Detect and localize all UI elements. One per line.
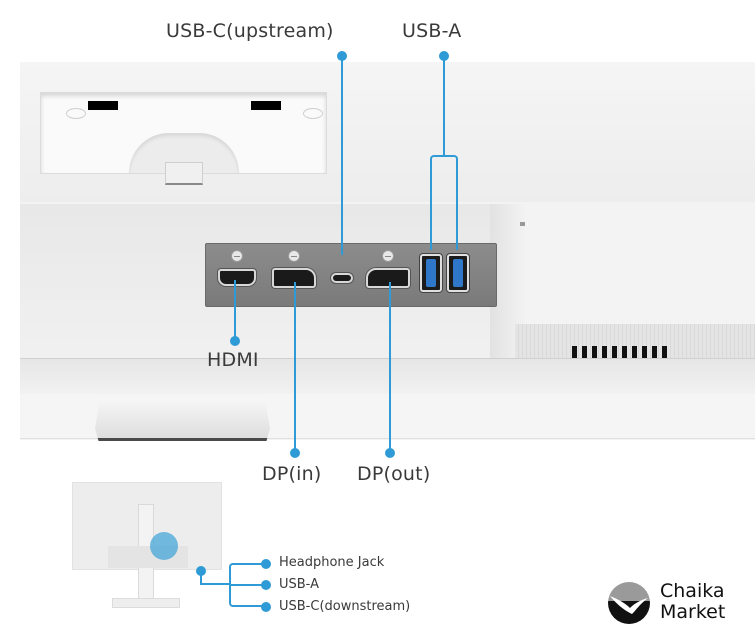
watermark-line1: Chaika [660,580,725,602]
hdmi-port [218,269,256,286]
monitor-thumbnail [70,482,222,610]
callout-hdmi: HDMI [207,349,259,371]
side-callout-line-mid [229,584,263,586]
bottom-bezel [20,358,755,395]
callout-dot [230,336,240,346]
mount-slot-left [88,101,118,110]
side-callout-line-v1 [200,570,202,584]
seagull-icon [608,582,650,624]
callout-line-hdmi [234,280,236,338]
callout-dot [261,580,271,590]
mount-hole-left [66,108,86,119]
callout-dp-out: DP(out) [357,463,431,485]
screw-icon [382,250,394,262]
callout-dot [261,559,271,569]
mount-hole-right [303,108,323,119]
callout-line-dp-out [389,282,391,452]
callout-dot [261,602,271,612]
usb-a-port-2 [447,254,469,292]
callout-dp-in: DP(in) [262,463,322,485]
screw-icon [231,250,243,262]
side-callout-line-h1 [200,583,230,585]
thumb-stand-base [112,598,180,608]
mount-slot-right [251,101,281,110]
screw-icon [288,250,300,262]
callout-usb-c-upstream: USB-C(upstream) [166,20,334,42]
callout-line-dp-in [294,282,296,452]
callout-dot [385,448,395,458]
stand-foot [95,398,270,441]
callout-line-usb-c-upstream [341,55,343,255]
monitor-rear-photo [20,62,755,441]
callout-line-usb-a [443,55,445,155]
side-port-usb-a: USB-A [279,577,319,592]
small-indicator [520,222,525,226]
dp-out-port [366,268,410,288]
stand-latch [165,162,203,185]
usb-a-port-1 [420,254,442,292]
callout-usb-a: USB-A [402,20,462,42]
side-port-headphone-jack: Headphone Jack [279,555,385,570]
callout-bracket-usb-a [430,155,458,250]
watermark: Chaika Market [608,580,755,632]
io-panel [205,243,497,307]
usb-c-upstream-port [331,273,353,283]
side-port-usb-c-downstream: USB-C(downstream) [279,599,411,614]
thumb-highlight-circle [150,532,178,560]
watermark-line2: Market [660,601,726,623]
callout-dot [290,448,300,458]
